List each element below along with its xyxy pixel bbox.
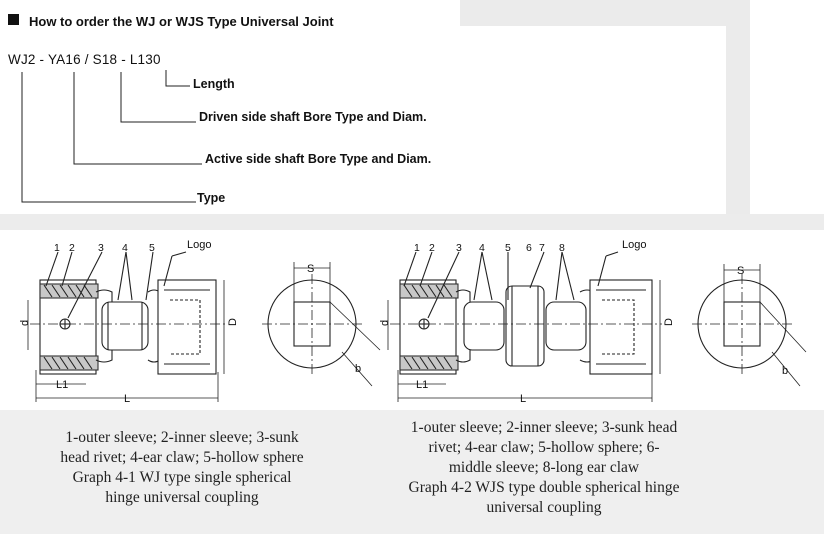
wjs-dim-D: D xyxy=(663,318,675,326)
label-length: Length xyxy=(193,77,235,91)
wjs-caption: 1-outer sleeve; 2-inner sleeve; 3-sunk h… xyxy=(356,418,732,518)
wj-logo-label: Logo xyxy=(187,239,211,251)
wj-caption-line: hinge universal coupling xyxy=(105,489,259,506)
label-driven-side: Driven side shaft Bore Type and Diam. xyxy=(199,110,427,124)
wjs-dim-S: S xyxy=(737,265,744,277)
wjs-end-view xyxy=(692,264,807,387)
wj-part-number: 5 xyxy=(149,242,155,254)
wjs-part-number: 4 xyxy=(479,242,485,254)
bullet-square-icon xyxy=(8,14,19,25)
wj-dim-d: d xyxy=(19,320,31,326)
model-code: WJ2 - YA16 / S18 - L130 xyxy=(8,52,161,67)
wjs-caption-line: middle sleeve; 8-long ear claw xyxy=(448,459,640,476)
wjs-dim-d: d xyxy=(379,320,391,326)
wj-part-number: 4 xyxy=(122,242,128,254)
wjs-part-number: 1 xyxy=(414,242,420,254)
wj-part-number: 1 xyxy=(54,242,60,254)
wj-dim-L1: L1 xyxy=(56,379,68,391)
background-panel xyxy=(460,0,750,26)
label-type: Type xyxy=(197,191,226,205)
ordering-heading: How to order the WJ or WJS Type Universa… xyxy=(29,14,334,29)
caption-panel xyxy=(0,410,824,534)
background-panel xyxy=(726,0,750,226)
wj-dim-S: S xyxy=(307,263,314,275)
wjs-caption-line: Graph 4-2 WJS type double spherical hing… xyxy=(408,479,680,496)
wj-dim-L: L xyxy=(124,393,130,405)
wj-dim-D: D xyxy=(227,318,239,326)
wj-caption: 1-outer sleeve; 2-inner sleeve; 3-sunk h… xyxy=(12,428,352,508)
ordering-leaders xyxy=(21,70,202,203)
wjs-dim-L: L xyxy=(520,393,526,405)
wjs-dim-L1: L1 xyxy=(416,379,428,391)
wjs-part-number: 8 xyxy=(559,242,565,254)
wjs-logo-label: Logo xyxy=(622,239,646,251)
wjs-caption-line: universal coupling xyxy=(486,499,602,516)
wjs-part-number: 6 xyxy=(526,242,532,254)
wjs-caption-line: rivet; 4-ear claw; 5-hollow sphere; 6- xyxy=(428,439,660,456)
wjs-caption-line: 1-outer sleeve; 2-inner sleeve; 3-sunk h… xyxy=(410,419,678,436)
wj-caption-line: 1-outer sleeve; 2-inner sleeve; 3-sunk xyxy=(65,429,299,446)
wjs-part-number: 5 xyxy=(505,242,511,254)
wjs-part-number: 3 xyxy=(456,242,462,254)
wjs-part-number: 7 xyxy=(539,242,545,254)
wj-end-view xyxy=(262,262,381,387)
wj-part-number: 3 xyxy=(98,242,104,254)
wjs-side-view xyxy=(387,251,662,402)
wj-dim-b: b xyxy=(355,363,361,375)
wj-part-number: 2 xyxy=(69,242,75,254)
section-divider xyxy=(0,214,824,230)
wj-side-view xyxy=(27,251,226,402)
wjs-part-number: 2 xyxy=(429,242,435,254)
wj-caption-line: Graph 4-1 WJ type single spherical xyxy=(72,469,292,486)
wj-caption-line: head rivet; 4-ear claw; 5-hollow sphere xyxy=(60,449,304,466)
wjs-dim-b: b xyxy=(782,365,788,377)
label-active-side: Active side shaft Bore Type and Diam. xyxy=(205,152,432,166)
